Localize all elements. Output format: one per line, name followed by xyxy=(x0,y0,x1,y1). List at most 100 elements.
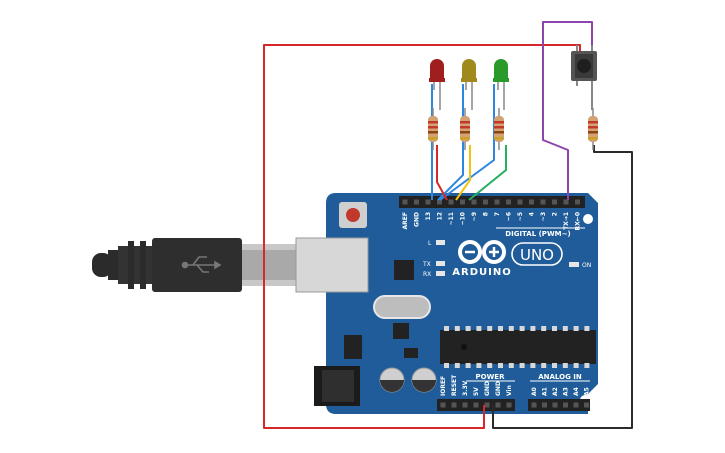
led-green[interactable] xyxy=(493,59,509,110)
reset-button[interactable] xyxy=(346,208,360,222)
header-pin-hole[interactable] xyxy=(471,199,477,205)
led-tx xyxy=(436,261,445,266)
wire-led-green-signal[interactable] xyxy=(468,145,507,201)
led-on xyxy=(569,262,579,267)
led-l xyxy=(436,240,445,245)
resistor[interactable] xyxy=(588,108,598,150)
header-pin-hole[interactable] xyxy=(552,402,558,408)
usb-chip xyxy=(394,260,414,280)
pin-label: ~6 xyxy=(506,212,513,221)
led-rx xyxy=(436,271,445,276)
chip-pin xyxy=(476,326,482,331)
chip-pin xyxy=(573,363,579,368)
header-pin-hole[interactable] xyxy=(483,199,488,205)
push-button[interactable] xyxy=(571,45,597,110)
wire-led-yellow-signal[interactable] xyxy=(455,145,471,201)
mount-hole xyxy=(583,214,593,224)
header-pin-hole[interactable] xyxy=(437,199,442,205)
chip-pin xyxy=(444,363,449,368)
header-pin-hole[interactable] xyxy=(473,402,479,408)
wire-button-purple[interactable] xyxy=(542,21,593,200)
chip-pin xyxy=(552,326,557,331)
pin-label: 4 xyxy=(529,212,536,216)
resistor[interactable] xyxy=(460,108,470,150)
crystal-oscillator xyxy=(373,295,431,319)
wire-5v-red[interactable] xyxy=(263,44,581,429)
usb-icon xyxy=(181,256,222,273)
header-pin-hole[interactable] xyxy=(402,199,408,205)
header-pin-hole[interactable] xyxy=(575,199,580,205)
led-l-label: L xyxy=(428,240,432,247)
led-red[interactable] xyxy=(429,59,445,110)
resistor[interactable] xyxy=(494,108,504,150)
header-pin-hole[interactable] xyxy=(495,402,501,408)
header-pin-hole[interactable] xyxy=(484,402,490,408)
wire-led-red-signal[interactable] xyxy=(436,145,448,201)
header-pin-hole[interactable] xyxy=(494,199,500,205)
header-pin-hole[interactable] xyxy=(529,199,534,205)
chip-pin xyxy=(573,326,579,331)
pin-label: 3.3V xyxy=(462,380,469,396)
header-pin-hole[interactable] xyxy=(542,402,547,408)
header-pin-hole[interactable] xyxy=(540,199,546,205)
arduino-logo xyxy=(458,240,506,264)
led-tx-label: TX xyxy=(422,261,431,268)
chip-pin xyxy=(541,363,547,368)
wire-gnd-black[interactable] xyxy=(492,145,633,429)
header-pin-hole[interactable] xyxy=(563,402,568,408)
chip-pin xyxy=(498,326,503,331)
header-pin-hole[interactable] xyxy=(531,402,537,408)
chip-pin xyxy=(498,363,503,368)
usb-b-port xyxy=(295,237,369,293)
chip-pin xyxy=(508,363,514,368)
pin-label: ~3 xyxy=(540,212,547,221)
pin-label: A1 xyxy=(542,387,549,396)
pin-label: ~5 xyxy=(517,212,524,221)
resistor[interactable] xyxy=(428,108,438,150)
header-pin-hole[interactable] xyxy=(414,199,419,205)
pin-label: A2 xyxy=(552,387,559,396)
chip-pin xyxy=(454,363,460,368)
chip-pins xyxy=(444,326,590,368)
header-pin-hole[interactable] xyxy=(451,402,457,408)
header-pin-hole[interactable] xyxy=(552,199,557,205)
chip-pin xyxy=(465,326,471,331)
led-rx-label: RX xyxy=(423,271,431,278)
pin-label: RX←0 xyxy=(575,212,582,230)
chip-pin xyxy=(487,363,493,368)
chip-pin xyxy=(541,326,547,331)
header-pin-hole[interactable] xyxy=(440,402,446,408)
pin-label: GND xyxy=(495,381,502,396)
digital-header-label: DIGITAL (PWM~) xyxy=(505,230,570,238)
wire-led-green-gnd[interactable] xyxy=(439,84,495,201)
chip-pin xyxy=(508,326,514,331)
chip-pin xyxy=(562,363,568,368)
pin-label: RESET xyxy=(451,374,458,396)
header-pin-hole[interactable] xyxy=(517,199,523,205)
header-pin-hole[interactable] xyxy=(460,199,465,205)
chip-pin xyxy=(530,326,536,331)
chip-pin xyxy=(454,326,460,331)
led-on-label: ON xyxy=(582,262,591,269)
pin-label: 5V xyxy=(473,387,480,396)
header-pin-hole[interactable] xyxy=(584,402,589,408)
analog-header xyxy=(528,399,590,411)
wire-led-yellow-gnd[interactable] xyxy=(437,84,464,201)
pin-label: AREF xyxy=(402,212,409,229)
header-pin-hole[interactable] xyxy=(506,402,512,408)
header-pin-hole[interactable] xyxy=(425,199,431,205)
pin-label: GND xyxy=(414,212,421,227)
chip-pin xyxy=(519,326,525,331)
model-badge xyxy=(511,242,563,266)
header-pin-hole[interactable] xyxy=(462,402,468,408)
usb-cable[interactable] xyxy=(92,238,298,292)
chip-pin xyxy=(465,363,471,368)
led-yellow[interactable] xyxy=(461,59,477,110)
header-pin-hole[interactable] xyxy=(506,199,511,205)
header-pin-hole[interactable] xyxy=(573,402,579,408)
header-pin-hole[interactable] xyxy=(563,199,569,205)
push-button-cap[interactable] xyxy=(577,59,591,73)
header-pin-hole[interactable] xyxy=(448,199,454,205)
